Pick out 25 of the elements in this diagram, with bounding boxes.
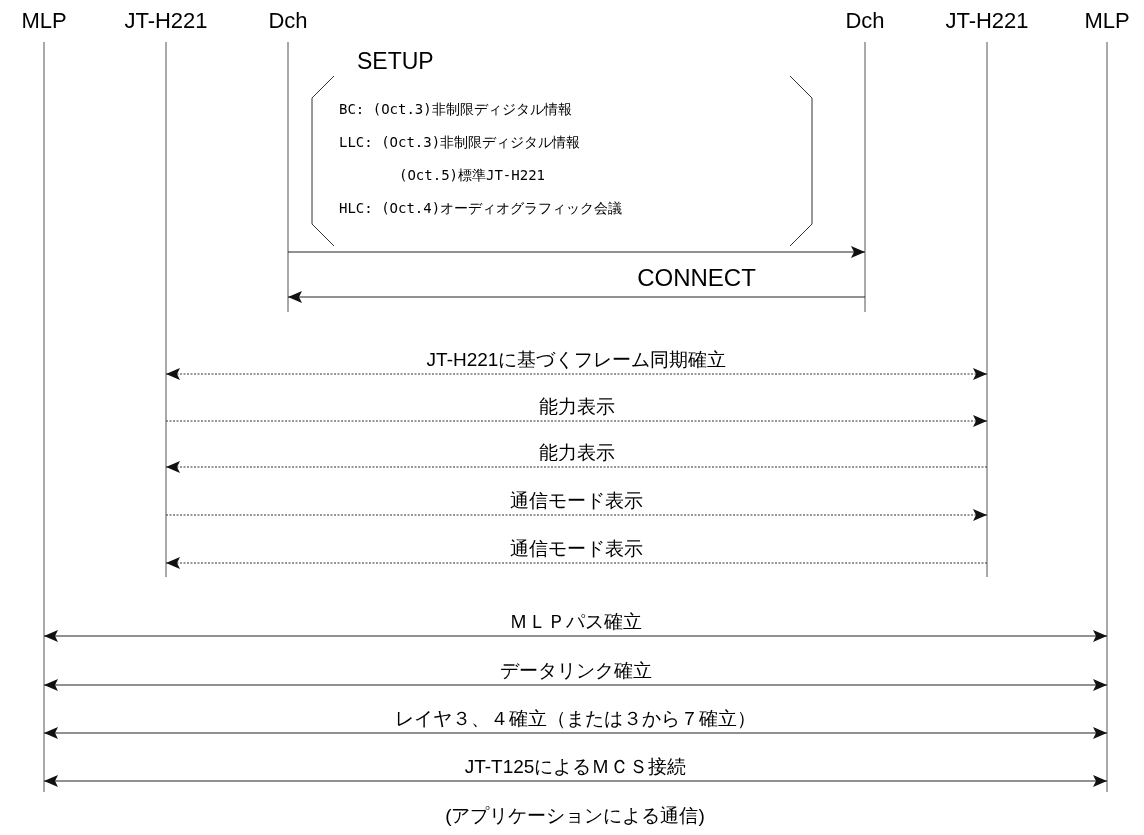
- lifeline-label: Dch: [267, 8, 309, 34]
- message-arrow: [43, 775, 1108, 787]
- parameter-text: LLC: (Oct.3)非制限ディジタル情報: [339, 133, 581, 151]
- message-arrow: [165, 461, 988, 473]
- message-arrow: [287, 291, 866, 303]
- parameter-text: BC: (Oct.3)非制限ディジタル情報: [339, 100, 572, 118]
- message-label: 通信モード表示: [507, 490, 646, 512]
- message-arrow: [165, 509, 988, 521]
- parameter-text: (Oct.5)標準JT-H221: [399, 166, 545, 184]
- message-arrow: [43, 679, 1108, 691]
- message-arrow: [43, 727, 1108, 739]
- message-arrow: [165, 415, 988, 427]
- note-text: (アプリケーションによる通信): [445, 804, 705, 828]
- message-arrow: [165, 557, 988, 569]
- lifeline-label: JT-H221: [944, 8, 1030, 34]
- lifeline-label: MLP: [20, 8, 68, 34]
- lifeline-label: JT-H221: [123, 8, 209, 34]
- message-arrow: [43, 630, 1108, 642]
- lifeline-label: MLP: [1083, 8, 1131, 34]
- lifeline-label: Dch: [844, 8, 886, 34]
- message-label: 通信モード表示: [507, 538, 646, 560]
- parameter-text: HLC: (Oct.4)オーディオグラフィック会議: [339, 199, 623, 217]
- message-arrow: [287, 246, 866, 258]
- message-arrow: [165, 368, 988, 380]
- message-name: SETUP: [357, 48, 434, 75]
